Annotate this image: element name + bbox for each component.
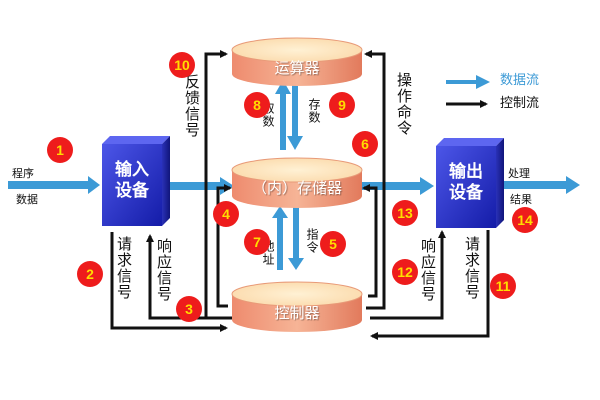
badge-12: 12 [392, 259, 418, 285]
data-arrow-memory-to-output [360, 177, 434, 195]
badge-10: 10 [169, 52, 195, 78]
input-device-label-line2: 设备 [115, 181, 149, 202]
input-response-label: 响应信号 [155, 238, 173, 302]
result-label: 结果 [510, 193, 532, 206]
input-device-box [102, 136, 170, 226]
control-output-response-line [370, 230, 446, 320]
output-device-label: 输出 设备 [436, 162, 496, 205]
controller-label: 控制器 [274, 304, 320, 322]
control-to-memory-right [362, 184, 378, 298]
alu-label: 运算器 [274, 59, 320, 77]
feedback-signal-label: 反馈信号 [183, 74, 201, 138]
badge-6: 6 [352, 131, 378, 157]
badge-9: 9 [329, 92, 355, 118]
control-to-memory-left [216, 184, 232, 308]
data-arrow-result-out [500, 176, 580, 194]
output-response-label: 响应信号 [419, 238, 437, 302]
data-arrow-input-to-memory [166, 177, 234, 195]
badge-5: 5 [320, 231, 346, 257]
badge-13: 13 [392, 200, 418, 226]
data-arrow-address-up [272, 206, 288, 270]
badge-8: 8 [244, 92, 270, 118]
data-flow-arrows [8, 75, 580, 270]
badge-4: 4 [213, 201, 239, 227]
control-flow-lines [110, 50, 490, 340]
badge-11: 11 [490, 273, 516, 299]
memory-drum [231, 157, 363, 208]
program-label: 程序 [12, 167, 34, 180]
data-arrow-fetch-up [275, 80, 291, 150]
alu-drum [231, 37, 363, 86]
legend-data-flow-arrow [446, 75, 490, 89]
data-label: 数据 [16, 193, 38, 206]
output-device-box [436, 138, 504, 228]
input-request-label: 请求信号 [115, 236, 133, 300]
data-arrow-store-down [287, 82, 303, 150]
control-input-response-line [146, 234, 230, 320]
badge-7: 7 [244, 229, 270, 255]
legend-control-flow-label: 控制流 [500, 96, 540, 111]
output-device-label-line2: 设备 [449, 183, 483, 204]
process-label: 处理 [508, 167, 530, 180]
input-device-label: 输入 设备 [102, 160, 162, 203]
badge-2: 2 [77, 261, 103, 287]
control-op-command-line [364, 50, 386, 310]
memory-label: （内）存储器 [251, 179, 342, 197]
controller-drum [231, 281, 363, 332]
badge-3: 3 [176, 296, 202, 322]
data-arrow-instruction-down [288, 206, 304, 270]
badge-14: 14 [512, 207, 538, 233]
control-output-request-line [370, 230, 490, 340]
output-request-label: 请求信号 [463, 236, 481, 300]
instruction-label: 指令 [305, 228, 319, 254]
input-device-label-line1: 输入 [115, 160, 149, 180]
control-input-request-line [110, 232, 228, 332]
output-device-label-line1: 输出 [449, 162, 483, 182]
legend-data-flow-label: 数据流 [500, 73, 540, 88]
op-command-label: 操作命令 [395, 72, 413, 136]
data-arrow-program-in [8, 176, 100, 194]
store-data-label: 存数 [307, 98, 321, 124]
badge-1: 1 [47, 137, 73, 163]
